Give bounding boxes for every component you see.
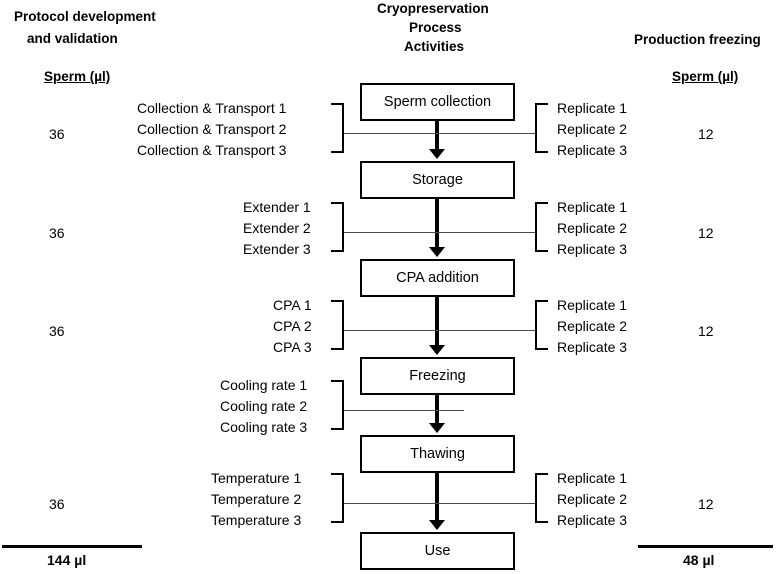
variable-label-cpa-1: CPA 1 — [273, 297, 312, 313]
left-volume-cpa: 36 — [49, 323, 65, 339]
process-box-label: Thawing — [410, 446, 465, 462]
connector-line-collection-transport — [344, 133, 535, 134]
left-bracket-collection-transport — [331, 103, 344, 153]
replicate-label-cpa-1: Replicate 1 — [557, 297, 628, 313]
right-total-rule — [638, 545, 773, 548]
replicate-label-cpa-3: Replicate 3 — [557, 339, 628, 355]
replicate-label-extender-3: Replicate 3 — [557, 241, 628, 257]
replicate-label-extender-2: Replicate 2 — [557, 220, 628, 236]
process-box-label: Storage — [412, 172, 463, 188]
right-column-title: Production freezing — [634, 32, 761, 47]
process-box-label: CPA addition — [396, 270, 479, 286]
connector-line-cooling-rate — [344, 410, 464, 411]
variable-label-cpa-3: CPA 3 — [273, 339, 312, 355]
variable-label-extender-2: Extender 2 — [243, 220, 311, 236]
left-column-title-line2: and validation — [27, 31, 118, 46]
variable-label-collection-transport-2: Collection & Transport 2 — [137, 121, 287, 137]
process-box-storage[interactable]: Storage — [360, 161, 515, 199]
flow-arrow-shaft-5 — [435, 473, 439, 522]
connector-line-temperature — [344, 503, 535, 504]
variable-label-extender-3: Extender 3 — [243, 241, 311, 257]
variable-label-collection-transport-1: Collection & Transport 1 — [137, 100, 287, 116]
left-column-title-line1: Protocol development — [14, 9, 156, 24]
left-bracket-cpa — [331, 300, 344, 350]
center-column-title-line1: Cryopreservation — [377, 1, 489, 16]
right-volume-cpa: 12 — [698, 323, 714, 339]
right-volume-collection-transport: 12 — [698, 126, 714, 142]
replicate-label-collection-transport-1: Replicate 1 — [557, 100, 628, 116]
right-volume-extender: 12 — [698, 225, 714, 241]
connector-line-extender — [344, 232, 535, 233]
center-column-title-line2: Process — [409, 20, 462, 35]
replicate-label-collection-transport-2: Replicate 2 — [557, 121, 628, 137]
flow-arrow-head-2 — [429, 247, 445, 257]
variable-label-extender-1: Extender 1 — [243, 199, 311, 215]
left-total-value: 144 µl — [47, 552, 87, 568]
right-total-value: 48 µl — [683, 552, 715, 568]
variable-label-cpa-2: CPA 2 — [273, 318, 312, 334]
left-volume-collection-transport: 36 — [49, 126, 65, 142]
left-total-rule — [2, 545, 142, 548]
replicate-label-temperature-3: Replicate 3 — [557, 512, 628, 528]
flow-arrow-shaft-2 — [435, 199, 439, 249]
left-column-subtitle: Sperm (µl) — [44, 69, 111, 84]
variable-label-cooling-rate-1: Cooling rate 1 — [220, 377, 308, 393]
variable-label-cooling-rate-3: Cooling rate 3 — [220, 419, 308, 435]
left-bracket-cooling-rate — [331, 380, 344, 430]
replicate-label-temperature-2: Replicate 2 — [557, 491, 628, 507]
process-box-use[interactable]: Use — [360, 532, 515, 570]
connector-line-cpa — [344, 330, 535, 331]
right-column-subtitle: Sperm (µl) — [672, 69, 739, 84]
variable-label-cooling-rate-2: Cooling rate 2 — [220, 398, 308, 414]
flow-arrow-head-4 — [429, 423, 445, 433]
process-box-sperm-collection[interactable]: Sperm collection — [360, 83, 515, 121]
flow-arrow-head-5 — [429, 520, 445, 530]
process-box-freezing[interactable]: Freezing — [360, 357, 515, 395]
right-bracket-cpa — [535, 300, 548, 350]
process-box-cpa-addition[interactable]: CPA addition — [360, 259, 515, 297]
replicate-label-collection-transport-3: Replicate 3 — [557, 142, 628, 158]
left-bracket-temperature — [331, 473, 344, 523]
replicate-label-temperature-1: Replicate 1 — [557, 470, 628, 486]
left-volume-temperature: 36 — [49, 496, 65, 512]
right-bracket-extender — [535, 202, 548, 252]
process-box-label: Freezing — [409, 368, 466, 384]
variable-label-temperature-3: Temperature 3 — [211, 512, 302, 528]
right-bracket-collection-transport — [535, 103, 548, 153]
process-box-label: Sperm collection — [383, 94, 492, 110]
process-box-label: Use — [424, 543, 451, 559]
flow-arrow-head-1 — [429, 149, 445, 159]
variable-label-temperature-2: Temperature 2 — [211, 491, 302, 507]
left-volume-extender: 36 — [49, 225, 65, 241]
right-bracket-temperature — [535, 473, 548, 523]
variable-label-temperature-1: Temperature 1 — [211, 470, 302, 486]
right-volume-temperature: 12 — [698, 496, 714, 512]
process-box-thawing[interactable]: Thawing — [360, 435, 515, 473]
replicate-label-cpa-2: Replicate 2 — [557, 318, 628, 334]
left-bracket-extender — [331, 202, 344, 252]
replicate-label-extender-1: Replicate 1 — [557, 199, 628, 215]
flow-arrow-shaft-1 — [435, 121, 439, 151]
flow-arrow-shaft-3 — [435, 297, 439, 347]
variable-label-collection-transport-3: Collection & Transport 3 — [137, 142, 287, 158]
flow-arrow-head-3 — [429, 345, 445, 355]
center-column-title-line3: Activities — [404, 39, 465, 54]
